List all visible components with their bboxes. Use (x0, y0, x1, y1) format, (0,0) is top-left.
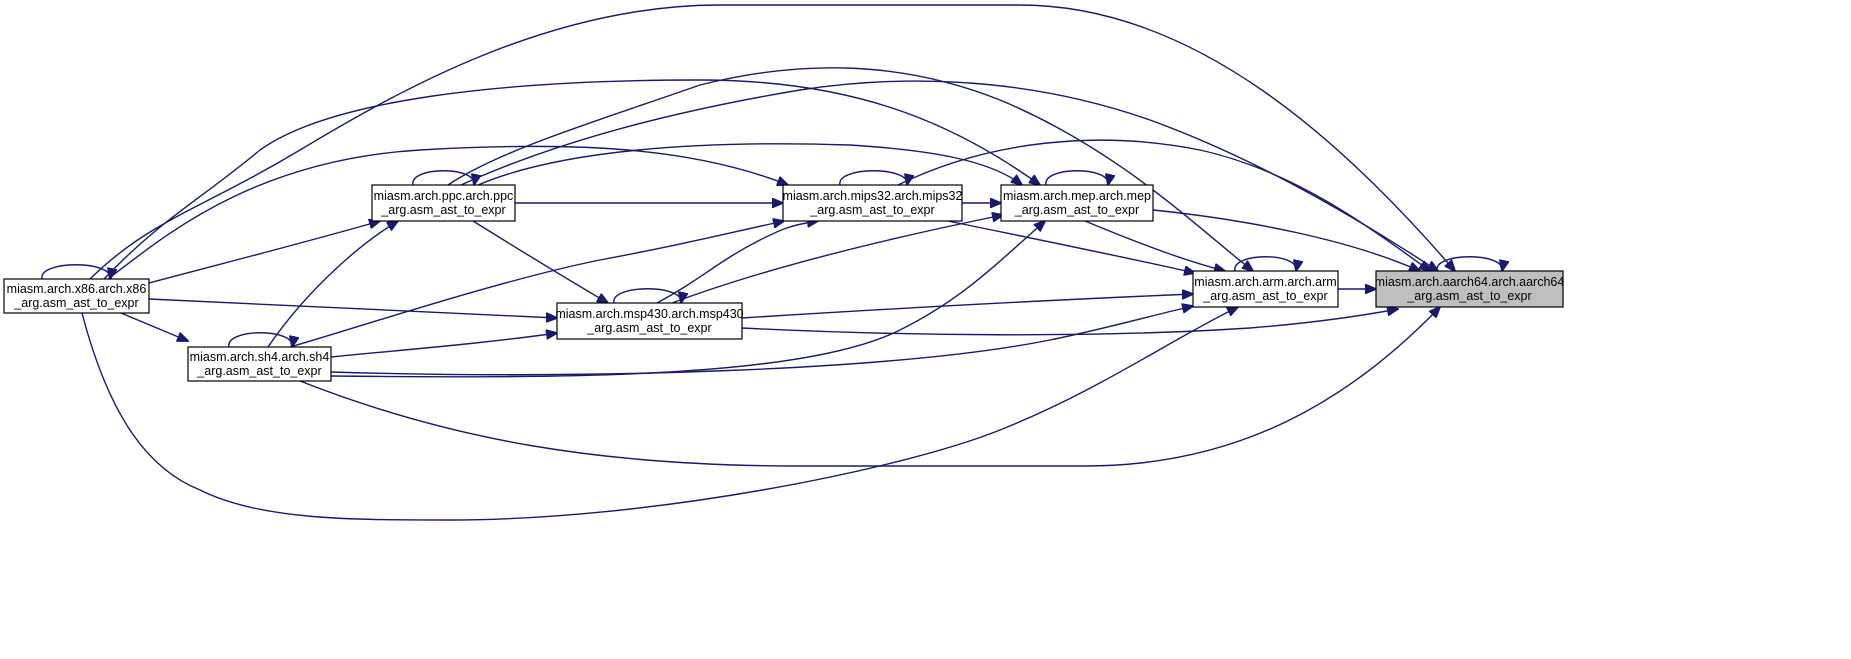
edge-x86-to-mips32 (107, 145, 788, 280)
node-arm[interactable]: miasm.arch.arm.arch.arm _arg.asm_ast_to_… (1192, 270, 1339, 308)
edge-arm-to-arm (1234, 256, 1296, 271)
node-ppc-line2: _arg.asm_ast_to_expr (380, 203, 505, 217)
edge-x86-to-sh4 (120, 312, 188, 341)
node-arm-line1: miasm.arch.arm.arch.arm (1194, 275, 1336, 289)
edge-ppc-to-mep (477, 143, 1022, 185)
edge-ppc-to-arm (447, 67, 1253, 271)
edge-ppc-to-msp430 (472, 220, 608, 303)
node-x86[interactable]: miasm.arch.x86.arch.x86 _arg.asm_ast_to_… (3, 278, 150, 314)
node-msp430-line2: _arg.asm_ast_to_expr (586, 321, 711, 335)
edge-x86-to-ppc (148, 221, 380, 284)
node-aarch64[interactable]: miasm.arch.aarch64.arch.aarch64 _arg.asm… (1375, 270, 1565, 308)
edges-layer (41, 4, 1502, 521)
node-mips32-line2: _arg.asm_ast_to_expr (809, 203, 934, 217)
node-aarch64-line2: _arg.asm_ast_to_expr (1406, 289, 1531, 303)
edge-sh4-to-ppc (267, 221, 398, 348)
node-ppc[interactable]: miasm.arch.ppc.arch.ppc _arg.asm_ast_to_… (371, 184, 516, 222)
edge-x86-to-arm (81, 307, 1238, 521)
node-mips32-line1: miasm.arch.mips32.arch.mips32 (783, 189, 963, 203)
nodes-layer: miasm.arch.aarch64.arch.aarch64 _arg.asm… (3, 184, 1565, 382)
node-mep[interactable]: miasm.arch.mep.arch.mep _arg.asm_ast_to_… (1000, 184, 1154, 222)
node-sh4-line1: miasm.arch.sh4.arch.sh4 (190, 350, 330, 364)
edge-ppc-to-aarch64 (460, 80, 1438, 271)
node-x86-line1: miasm.arch.x86.arch.x86 (7, 282, 147, 296)
node-sh4-line2: _arg.asm_ast_to_expr (196, 364, 321, 378)
node-mep-line2: _arg.asm_ast_to_expr (1014, 203, 1139, 217)
edge-x86-to-msp430 (148, 298, 557, 318)
edge-x86-to-mep (103, 79, 1040, 280)
node-x86-line2: _arg.asm_ast_to_expr (13, 296, 138, 310)
edge-x86-to-x86 (41, 264, 110, 279)
edge-msp430-to-msp430 (613, 288, 681, 303)
edge-sh4-to-mips32 (289, 221, 784, 348)
edge-mep-to-arm (1084, 220, 1225, 271)
node-mips32[interactable]: miasm.arch.mips32.arch.mips32 _arg.asm_a… (782, 184, 963, 222)
edge-sh4-to-sh4 (228, 332, 292, 347)
node-sh4[interactable]: miasm.arch.sh4.arch.sh4 _arg.asm_ast_to_… (187, 346, 332, 382)
node-msp430-line1: miasm.arch.msp430.arch.msp430 (555, 307, 743, 321)
edge-sh4-to-aarch64 (299, 307, 1440, 467)
edge-sh4-to-arm (330, 306, 1193, 376)
edge-sh4-to-mep (330, 221, 1045, 378)
edge-msp430-to-mips32 (656, 221, 818, 304)
node-aarch64-line1: miasm.arch.aarch64.arch.aarch64 (1375, 275, 1565, 289)
edge-msp430-to-aarch64 (741, 309, 1398, 336)
edge-mep-to-aarch64 (1152, 209, 1420, 271)
node-mep-line1: miasm.arch.mep.arch.mep (1003, 189, 1151, 203)
node-msp430[interactable]: miasm.arch.msp430.arch.msp430 _arg.asm_a… (555, 302, 744, 340)
edge-mips32-to-mips32 (839, 170, 907, 185)
edge-aarch64-to-aarch64 (1436, 256, 1502, 271)
edge-msp430-to-arm (741, 294, 1193, 319)
edge-mips32-to-arm (947, 220, 1195, 273)
edge-x86-to-aarch64 (89, 4, 1455, 280)
edge-sh4-to-msp430 (330, 333, 557, 358)
edge-msp430-to-mep (671, 215, 1003, 304)
node-arm-line2: _arg.asm_ast_to_expr (1202, 289, 1327, 303)
edge-mep-to-mep (1045, 170, 1108, 185)
node-ppc-line1: miasm.arch.ppc.arch.ppc (374, 189, 514, 203)
